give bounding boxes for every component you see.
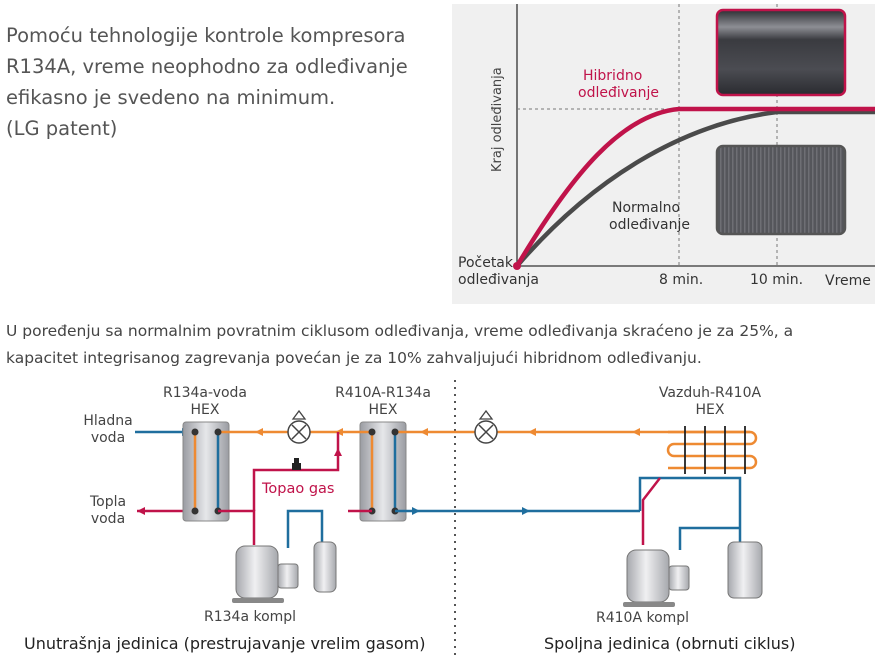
- hex3-label-line-1: Vazduh-R410A: [658, 385, 762, 401]
- hex3-label-line-2: HEX: [695, 402, 725, 418]
- outdoor-discharge: [641, 477, 661, 545]
- cold-water-label: Hladna voda: [68, 413, 148, 447]
- system-diagram: R134a-voda HEX R410A-R134a HEX Vazduh-R4…: [0, 370, 880, 672]
- solenoid-valve: [292, 463, 301, 470]
- suction-line-indoor: [286, 509, 324, 548]
- origin-label-1: Početak: [458, 255, 513, 271]
- r134a-compressor-base: [232, 598, 284, 603]
- hybrid-photo: [715, 8, 847, 97]
- indoor-caption: Unutrašnja jedinica (prestrujavanje vrel…: [24, 634, 426, 653]
- solenoid-valve-top: [294, 458, 299, 463]
- air-hex-coil: [666, 430, 758, 470]
- hex1-port-3: [191, 507, 199, 515]
- cold-water-label-line-1: Hladna: [83, 413, 133, 429]
- normal-curve: [515, 109, 875, 268]
- liquid-arrow-5: [632, 428, 640, 436]
- tick-10min: 10 min.: [750, 272, 804, 288]
- hex2-label-line-1: R410A-R134a: [335, 385, 431, 401]
- hex2-port-2: [391, 428, 399, 436]
- intro-line-3: efikasno je svedeno na minimum.: [6, 86, 336, 109]
- hex1-block: [182, 421, 230, 522]
- r134a-compressor-motor: [277, 563, 299, 589]
- hex2-port-1: [368, 428, 376, 436]
- warm-water-arrow: [137, 507, 145, 515]
- hybrid-label-1: Hibridno: [583, 68, 643, 84]
- intro-line-4: (LG patent): [6, 117, 118, 140]
- valve-1-sensor: [291, 409, 307, 420]
- expansion-valve-1-x: [291, 424, 307, 440]
- cold-water-label-line-2: voda: [90, 430, 126, 446]
- r134a-compressor-label: R134a kompl: [204, 609, 297, 625]
- hex1-port-1: [191, 428, 199, 436]
- r410a-compressor-base: [623, 602, 675, 607]
- normal-photo: [715, 144, 847, 236]
- expansion-valve-2-x: [478, 424, 494, 440]
- tick-8min: 8 min.: [659, 272, 704, 288]
- warm-water-label: Topla voda: [68, 494, 148, 528]
- intro-line-2: R134A, vreme neophodno za odleđivanje: [6, 55, 408, 78]
- outdoor-suction-2: [678, 526, 740, 550]
- r134a-accumulator: [313, 541, 337, 593]
- intro-text: Pomoću tehnologije kontrole kompresora R…: [6, 20, 426, 144]
- diagram-svg: [135, 380, 763, 660]
- hex2-label: R410A-R134a HEX: [318, 385, 448, 419]
- liquid-arrow-1: [255, 428, 263, 436]
- intro-line-1: Pomoću tehnologije kontrole kompresora: [6, 24, 406, 47]
- note-line-1: U poređenju sa normalnim povratnim ciklu…: [6, 322, 794, 340]
- comparison-note: U poređenju sa normalnim povratnim ciklu…: [6, 318, 866, 372]
- origin-label-2: odleđivanja: [458, 272, 539, 288]
- note-line-2: kapacitet integrisanog zagrevanja poveća…: [6, 349, 702, 367]
- hex2-block: [359, 421, 407, 522]
- hex1-port-2: [214, 428, 222, 436]
- vapor-arrow-2: [522, 507, 530, 515]
- r410a-compressor-label: R410A kompl: [596, 610, 690, 626]
- r134a-compressor: [235, 545, 279, 599]
- hot-gas-arrow: [334, 448, 342, 456]
- warm-water-label-line-1: Topla: [89, 494, 127, 510]
- chart-svg: [513, 4, 875, 270]
- hybrid-label-2: odleđivanje: [578, 85, 659, 101]
- defrost-chart: Kraj odleđivanja Hibridno odleđivanje No…: [452, 4, 875, 304]
- outdoor-caption: Spoljna jedinica (obrnuti ciklus): [544, 634, 796, 653]
- hex2-label-line-2: HEX: [368, 402, 398, 418]
- hex1-label-line-2: HEX: [190, 402, 220, 418]
- vapor-arrow-1: [412, 507, 420, 515]
- hot-gas-bypass: [252, 432, 340, 511]
- warm-water-label-line-2: voda: [90, 511, 126, 527]
- r410a-compressor: [626, 549, 670, 603]
- hybrid-curve: [515, 106, 875, 268]
- y-axis-label: Kraj odleđivanja: [490, 67, 505, 172]
- r410a-accumulator: [727, 541, 763, 599]
- outdoor-suction: [668, 476, 742, 542]
- valve-2-sensor: [478, 409, 494, 420]
- x-axis-label: Vreme: [825, 273, 871, 289]
- liquid-arrow-3: [420, 428, 428, 436]
- origin-point: [513, 262, 521, 270]
- r410a-compressor-motor: [668, 565, 690, 591]
- normal-label-2: odleđivanje: [609, 217, 690, 233]
- hot-gas-label: Topao gas: [262, 481, 335, 497]
- normal-label-1: Normalno: [612, 200, 681, 216]
- hex1-label-line-1: R134a-voda: [162, 385, 248, 401]
- liquid-arrow-4: [528, 428, 536, 436]
- hex3-label: Vazduh-R410A HEX: [650, 385, 770, 419]
- hex1-label: R134a-voda HEX: [150, 385, 260, 419]
